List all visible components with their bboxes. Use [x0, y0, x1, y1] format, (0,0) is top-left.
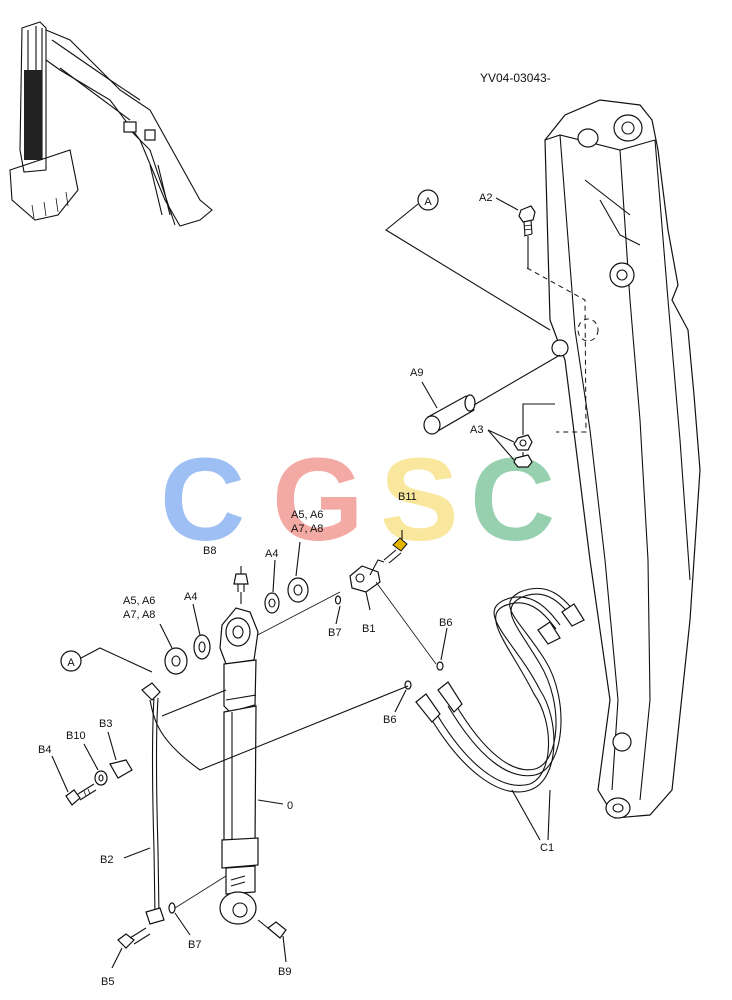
- part-b3-clamp: [107, 731, 133, 779]
- reference-mark-a-lower: A: [60, 647, 153, 673]
- watermark-letter-c1: C: [160, 434, 245, 566]
- part-b7-oring-lower: [168, 902, 176, 914]
- part-b8-grease-fitting: [233, 566, 249, 604]
- part-b5-bolt: [111, 927, 151, 969]
- pin-centerline-lower: [174, 875, 227, 909]
- arm-assembly: [526, 99, 701, 819]
- label-b7-lower: B7: [188, 939, 201, 951]
- label-b8: B8: [203, 545, 216, 557]
- pin-centerline-upper: [247, 591, 341, 641]
- leader-b6-upper: [440, 627, 448, 661]
- leader-b2: [123, 847, 151, 859]
- part-c1-hoses: [415, 587, 585, 841]
- label-a7a8-lower: A7, A8: [123, 609, 155, 621]
- label-b3: B3: [99, 718, 112, 730]
- label-a9: A9: [410, 367, 423, 379]
- document-id: YV04-03043-: [480, 71, 551, 85]
- label-c1: C1: [540, 842, 554, 854]
- label-b6-upper: B6: [439, 617, 452, 629]
- label-a2: A2: [479, 192, 492, 204]
- part-b11-bolt: [383, 530, 408, 564]
- part-b10-washer: [83, 743, 108, 786]
- part-b6-oring-upper: [436, 661, 444, 671]
- part-b4-bolt: [51, 755, 97, 806]
- part-washers-lower: [159, 603, 211, 675]
- reference-mark-a-upper-text: A: [424, 196, 432, 208]
- label-b5: B5: [101, 976, 114, 988]
- label-b2: B2: [100, 854, 113, 866]
- leader-b7-upper: [335, 605, 341, 625]
- part-b2-grease-pipe: [141, 682, 409, 925]
- part-a2-bolt: [495, 197, 536, 269]
- leader-cylinder-0: [257, 799, 284, 805]
- label-cylinder-0: 0: [287, 800, 293, 812]
- label-a5a6-upper: A5, A6: [291, 509, 323, 521]
- part-b7-oring-upper: [334, 595, 342, 605]
- label-a4-upper: A4: [265, 548, 278, 560]
- part-a3-nuts: [487, 403, 555, 468]
- watermark-letter-c2: C: [470, 434, 555, 566]
- excavator-inset-illustration: [9, 21, 213, 227]
- part-a9-pin: [421, 354, 561, 435]
- part-b1-clamp: [349, 559, 385, 611]
- label-b9: B9: [278, 966, 291, 978]
- leader-b7-lower: [174, 912, 191, 936]
- watermark-letter-g: G: [272, 434, 364, 566]
- part-b6-oring-lower: [404, 680, 412, 690]
- label-b1: B1: [362, 623, 375, 635]
- reference-mark-a-upper: A: [385, 189, 551, 331]
- label-a3: A3: [470, 424, 483, 436]
- part-b9-grease-fitting: [257, 919, 287, 963]
- label-b7-upper: B7: [328, 627, 341, 639]
- leader-b1-b6: [375, 581, 437, 665]
- hydraulic-cylinder: [219, 607, 259, 925]
- part-washers-upper: [264, 541, 309, 614]
- label-b11: B11: [398, 491, 417, 503]
- label-b6-lower: B6: [383, 714, 396, 726]
- label-a7a8-upper: A7, A8: [291, 523, 323, 535]
- label-a5a6-lower: A5, A6: [123, 595, 155, 607]
- watermark-letter-s: S: [380, 434, 459, 566]
- label-b4: B4: [38, 744, 51, 756]
- reference-mark-a-lower-text: A: [67, 657, 75, 669]
- leader-b6-lower: [394, 689, 407, 713]
- label-a4-lower: A4: [184, 591, 197, 603]
- cgsc-watermark: C G S C: [160, 434, 555, 566]
- label-b10: B10: [66, 730, 86, 742]
